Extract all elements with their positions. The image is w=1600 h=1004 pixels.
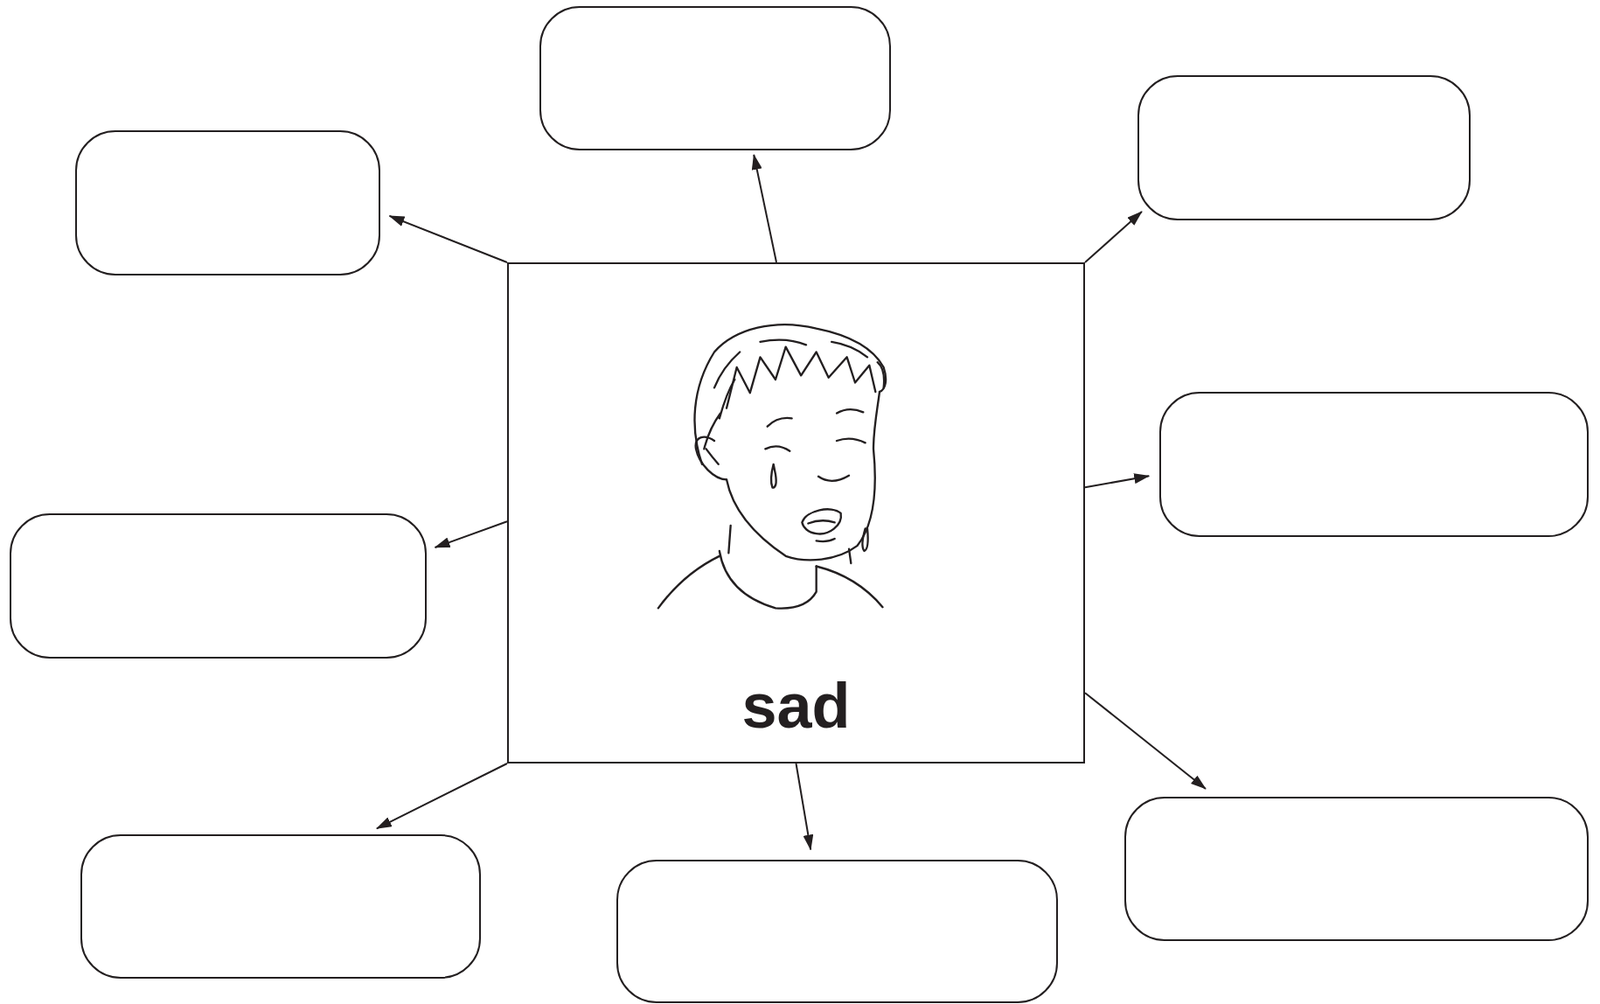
chin-line [816,538,835,542]
answer-box [539,6,891,151]
shoulders [658,556,884,609]
answer-box [1124,796,1589,941]
answer-box [1137,75,1471,221]
arrow-connector [376,763,508,828]
hair-outline [694,324,886,465]
open-mouth [801,508,842,534]
boy-face-drawing [658,324,886,608]
tear [771,464,777,488]
word-label: sad [508,666,1084,745]
ear [695,437,727,480]
arrow-connector [1085,692,1206,789]
neck [728,525,851,564]
hair-strands [703,340,884,450]
answer-box [80,834,481,979]
arrow-connector [435,521,508,548]
answer-box [9,513,427,659]
tear-drop [862,528,868,551]
eyebrows [767,409,864,427]
arrow-connector [1085,475,1149,487]
hair-fringe [726,347,876,409]
arrow-connector [1085,211,1142,263]
closed-eyes [765,438,865,452]
arrow-connector [389,215,508,263]
nose [818,475,849,481]
arrow-connector [796,763,812,850]
answer-box [1159,391,1589,537]
collar [719,550,817,609]
answer-box [616,859,1058,1003]
center-picture-box: sad [507,262,1086,764]
arrow-connector [753,154,777,263]
face-outline [726,391,880,560]
answer-box [75,130,381,276]
